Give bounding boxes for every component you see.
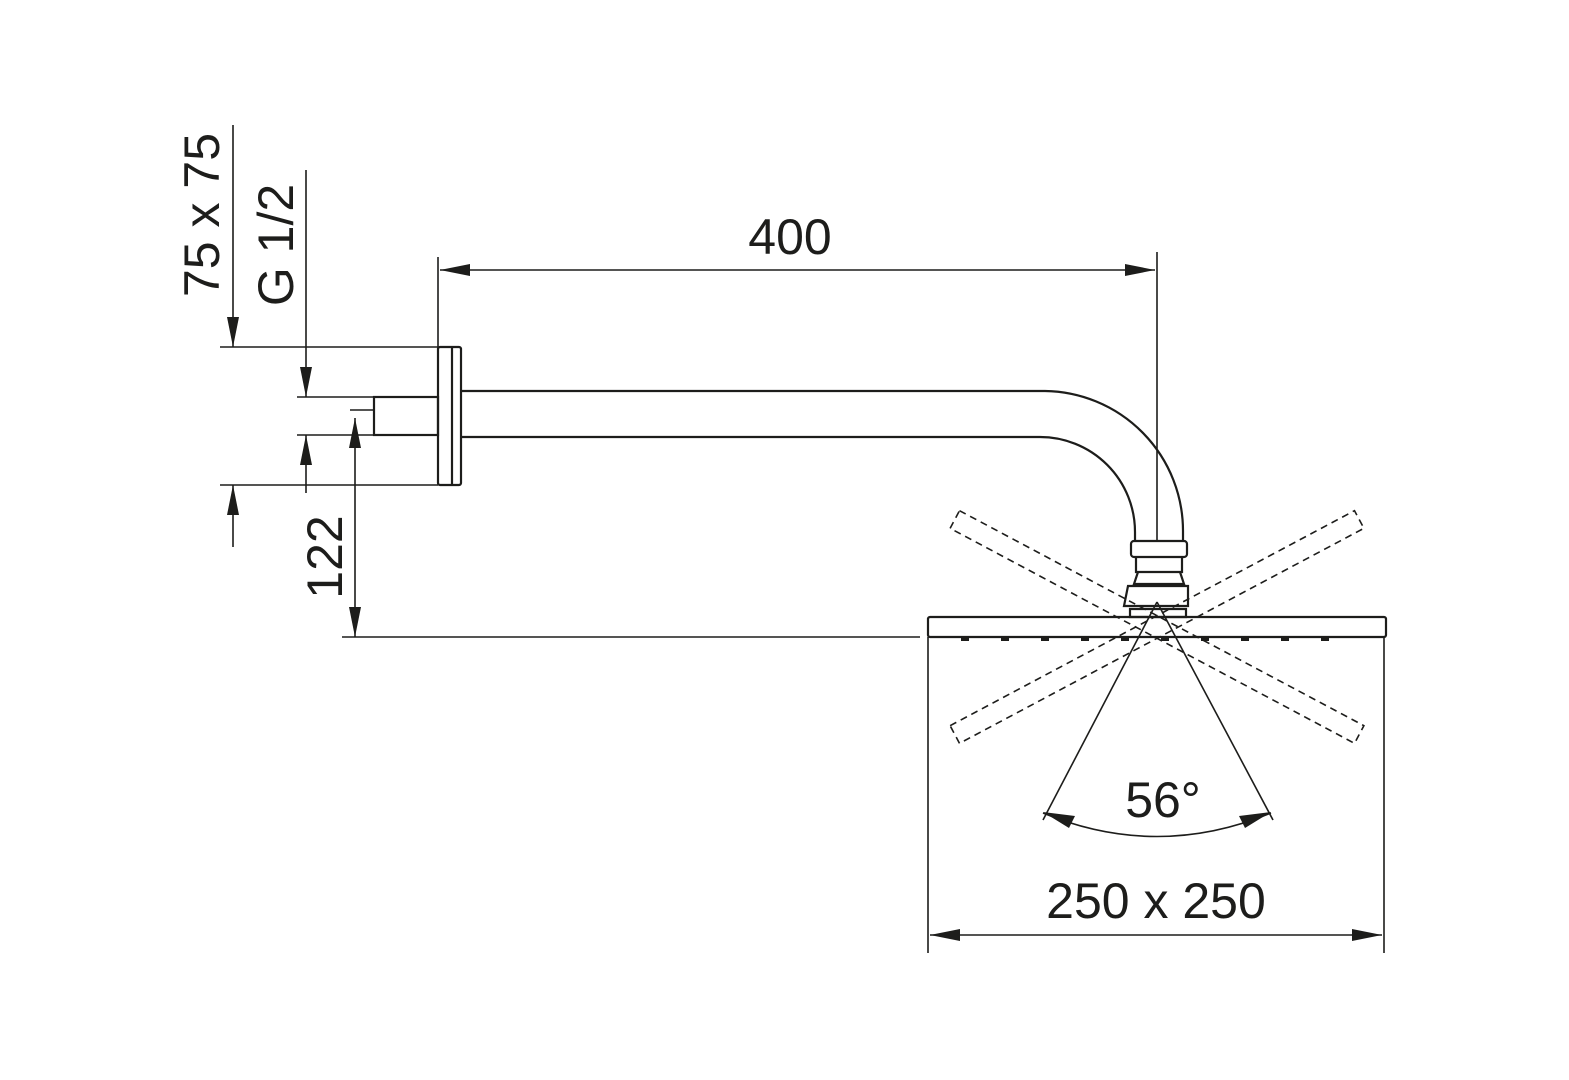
nozzle: [961, 637, 969, 641]
rosette-size-label: 75 x 75: [174, 133, 230, 297]
dimension-head-size: [927, 637, 1385, 953]
spray-angle: [1042, 601, 1274, 838]
shower-nozzles: [961, 637, 1329, 641]
nozzle: [1001, 637, 1009, 641]
nozzle: [1241, 637, 1249, 641]
head-size-label: 250 x 250: [1046, 873, 1266, 929]
nozzle: [1041, 637, 1049, 641]
nozzle: [1281, 637, 1289, 641]
dimension-thread: [297, 170, 374, 493]
connection-nipple: [350, 395, 440, 437]
nozzle: [1121, 637, 1129, 641]
spray-angle-label: 56°: [1125, 772, 1201, 828]
shower-head: [926, 615, 1388, 641]
dimension-height-offset: [342, 418, 920, 638]
thread-label: G 1/2: [248, 184, 304, 306]
arm-projection-label: 400: [748, 209, 831, 265]
dimension-arm-projection: [437, 252, 1158, 541]
nozzle: [1081, 637, 1089, 641]
dimension-rosette-size: [220, 125, 438, 547]
ball-joint: [1122, 539, 1190, 619]
height-offset-label: 122: [297, 515, 353, 598]
nozzle: [1201, 637, 1209, 641]
nozzle: [1161, 637, 1169, 641]
nozzle: [1321, 637, 1329, 641]
wall-rosette: [436, 345, 463, 487]
shower-arm: [461, 389, 1185, 541]
tilt-position-left: [949, 509, 1365, 745]
tilt-position-right: [949, 509, 1365, 745]
